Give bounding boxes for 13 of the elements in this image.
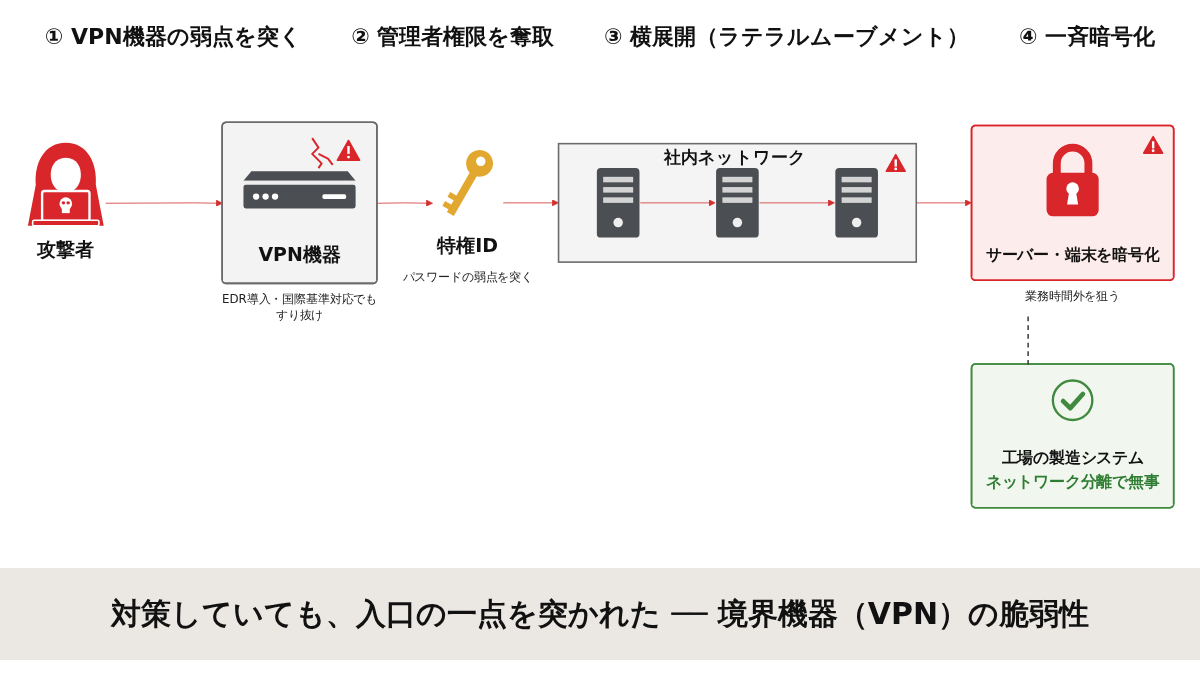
caption: 対策していても、入口の一点を突かれた ── 境界機器（VPN）の脆弱性	[110, 594, 1090, 633]
dashed-line	[1027, 315, 1029, 366]
node-picture	[834, 167, 879, 239]
note-text: パスワードの弱点を突く	[401, 269, 534, 286]
step-heading: ④ 一斉暗号化	[1018, 23, 1156, 51]
cluster: 社内ネットワーク	[557, 142, 918, 263]
node-picture	[715, 167, 760, 239]
note-text: 業務時間外を狙う	[1024, 288, 1121, 305]
note-text: EDR導入・国際基準対応でもすり抜け	[220, 291, 379, 324]
step-heading: ② 管理者権限を奪取	[351, 23, 555, 51]
step-heading: ③ 横展開（ラテラルムーブメント）	[604, 23, 970, 51]
step-heading: ① VPN機器の弱点を突く	[44, 23, 302, 51]
node-picture	[596, 167, 641, 239]
